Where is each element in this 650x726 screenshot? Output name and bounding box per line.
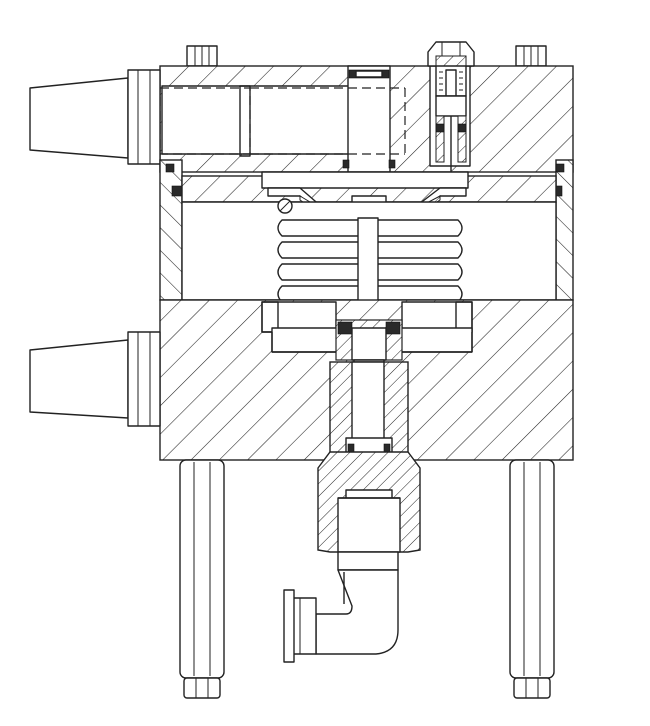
left-side-plate bbox=[159, 159, 183, 301]
lower-left-nozzle bbox=[29, 331, 161, 427]
outlet-nut bbox=[317, 451, 421, 553]
top-left-bolt bbox=[186, 45, 218, 67]
elbow-fitting bbox=[283, 551, 399, 663]
relief-valve bbox=[427, 41, 475, 176]
top-right-bolt bbox=[515, 45, 547, 67]
hidden-passage bbox=[159, 85, 406, 157]
upper-body-block bbox=[159, 65, 574, 173]
left-leg bbox=[179, 459, 225, 699]
upper-left-nozzle bbox=[29, 69, 161, 165]
right-leg bbox=[509, 459, 555, 699]
